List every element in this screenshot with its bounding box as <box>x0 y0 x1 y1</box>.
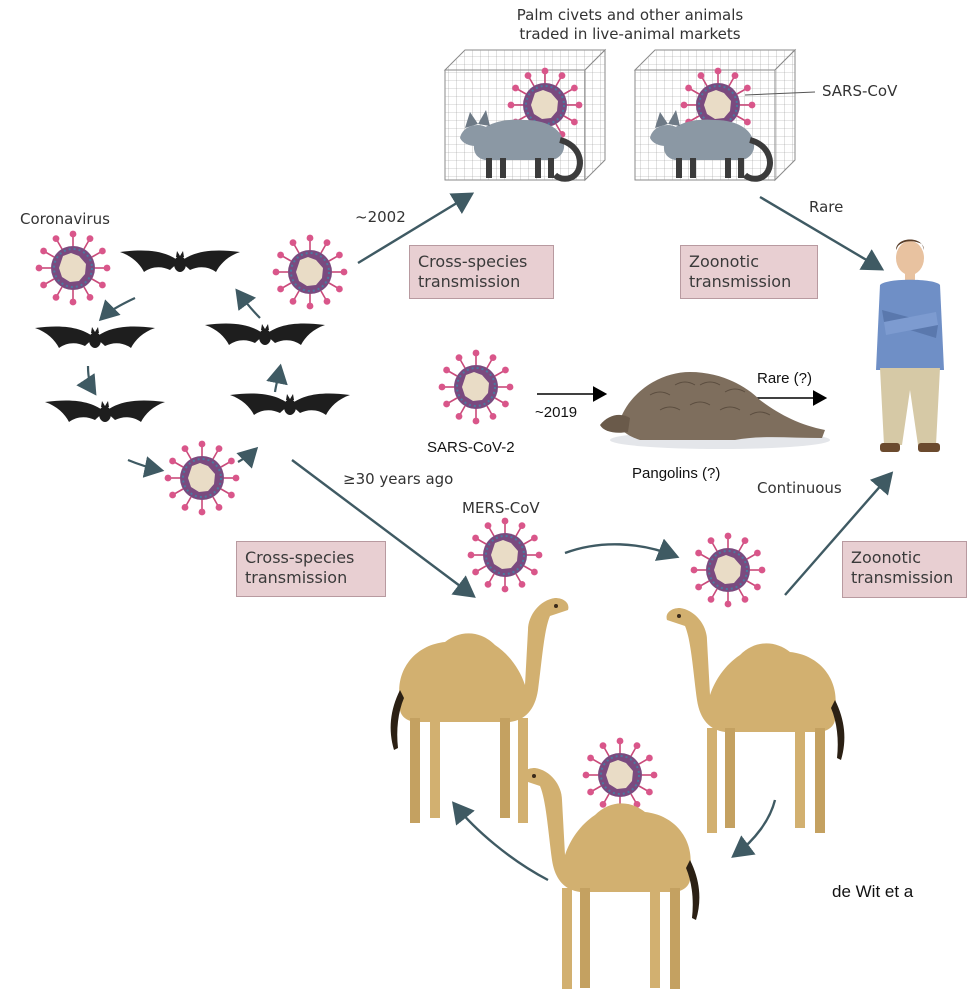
bat-1 <box>120 250 240 272</box>
civet-2 <box>650 110 773 182</box>
pangolins-label: Pangolins (?) <box>632 465 721 482</box>
citation: de Wit et a <box>832 882 914 901</box>
arrow-civets-to-human <box>759 195 885 271</box>
cross-species-box-bottom: Cross-species transmission <box>236 541 386 597</box>
human <box>876 239 944 452</box>
years-30-label: ≥30 years ago <box>343 470 454 488</box>
mers-cov-virus <box>466 516 544 594</box>
arrow-camel-cycle-left <box>452 801 549 882</box>
bat-virus-top <box>271 233 349 311</box>
civet-1 <box>460 110 583 182</box>
pangolin <box>600 372 830 449</box>
arrow-bats-to-camels <box>291 459 476 598</box>
year-2002-label: ~2002 <box>355 208 406 226</box>
arrow-bats-to-civets <box>357 192 475 265</box>
zoonotic-bottom-line1: Zoonotic <box>851 548 921 567</box>
bat-virus-bottom <box>163 439 241 517</box>
bat-3 <box>205 323 325 345</box>
camel-bottom <box>521 768 700 989</box>
zoonotic-top-line2: transmission <box>689 272 792 291</box>
year-2019-label: ~2019 <box>535 404 578 421</box>
zoonotic-top-line1: Zoonotic <box>689 252 759 271</box>
continuous-label: Continuous <box>757 479 842 497</box>
cross-species-top-line1: Cross-species <box>418 252 528 271</box>
zoonotic-box-bottom: Zoonotic transmission <box>842 541 967 598</box>
sars-cov-pointer <box>744 91 816 96</box>
zoonotic-bottom-line2: transmission <box>851 568 954 587</box>
civets-label-line1: Palm civets and other animals <box>516 6 744 24</box>
rare-label: Rare <box>809 198 844 216</box>
civets-label: Palm civets and other animals traded in … <box>500 6 760 44</box>
sars-cov-label: SARS-CoV <box>822 82 898 100</box>
cross-species-bottom-line1: Cross-species <box>245 548 355 567</box>
bat-cycle-arrows <box>76 288 288 478</box>
sars-cov-2-virus <box>437 348 515 426</box>
camel-virus-bottom <box>581 736 659 814</box>
arrow-camels-to-human <box>784 471 894 596</box>
mers-cov-label: MERS-CoV <box>462 499 540 517</box>
bat-5 <box>230 393 350 415</box>
zoonotic-box-top: Zoonotic transmission <box>680 245 818 299</box>
bat-2 <box>35 326 155 348</box>
cross-species-bottom-line2: transmission <box>245 568 348 587</box>
civets-label-line2: traded in live-animal markets <box>519 25 741 43</box>
arrow-camel-cycle-right <box>731 799 777 858</box>
arrow-mers-between-camels <box>564 538 680 561</box>
sars-cov-2-label: SARS-CoV-2 <box>427 439 515 456</box>
cross-species-top-line2: transmission <box>418 272 521 291</box>
camel-right <box>666 608 845 833</box>
rare-q-label: Rare (?) <box>757 370 813 387</box>
camel-virus-right <box>689 531 767 609</box>
cross-species-box-top: Cross-species transmission <box>409 245 554 299</box>
bat-4 <box>45 400 165 422</box>
coronavirus-label: Coronavirus <box>20 210 110 228</box>
coronavirus-virus <box>34 229 112 307</box>
